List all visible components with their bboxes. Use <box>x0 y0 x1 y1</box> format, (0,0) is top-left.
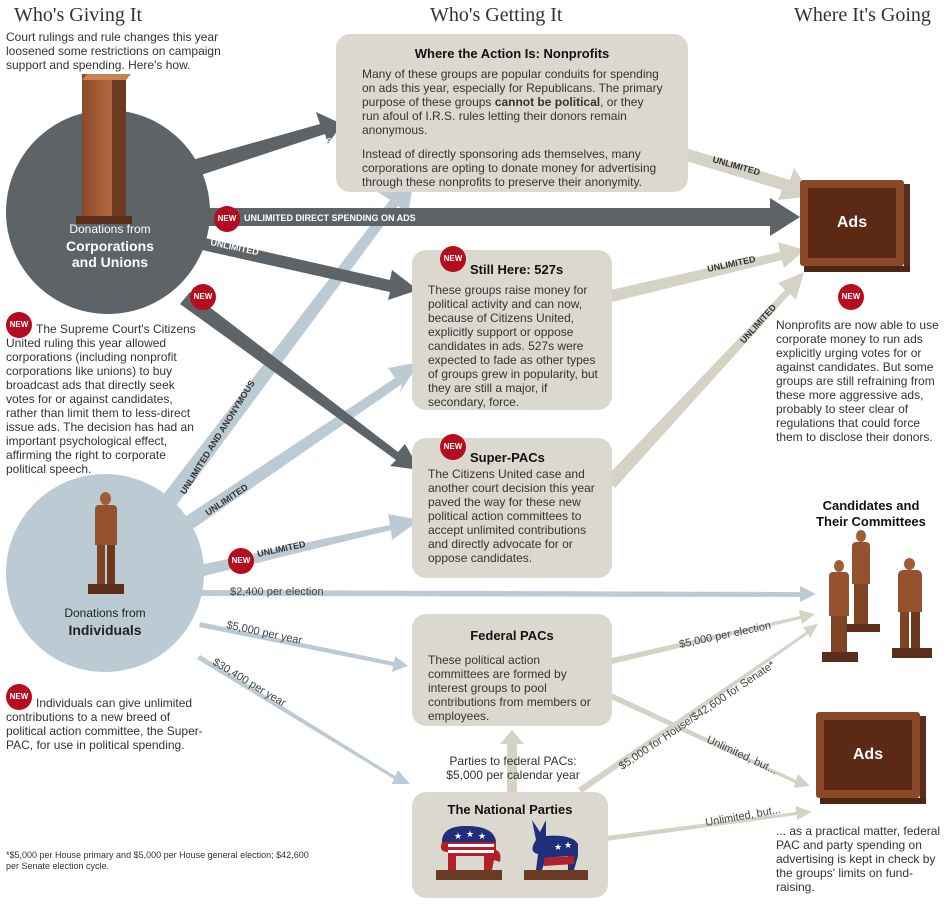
svg-text:★: ★ <box>554 842 562 852</box>
parties-to-pacs-line1: Parties to federal PACs: <box>449 754 577 768</box>
nonprofits-p2: Instead of directly sponsoring ads thems… <box>362 147 657 189</box>
ads-tv-bottom-label: Ads <box>852 746 884 763</box>
indiv-label-line1: Donations from <box>64 606 146 620</box>
ads-bottom-note: ... as a practical matter, federal PAC a… <box>776 824 941 894</box>
new-badge: NEW <box>228 548 254 574</box>
arrow-indiv-candidates <box>200 586 816 602</box>
arrow-corp-527 <box>202 238 418 300</box>
corp-note: The Supreme Court's Citizens United ruli… <box>6 322 196 476</box>
label-superpac-ads: UNLIMITED <box>738 302 779 345</box>
fedpac-body: These political action committees are fo… <box>428 653 591 723</box>
header-giving: Who's Giving It <box>14 4 143 26</box>
label-indiv-parties: $30,400 per year <box>210 656 288 709</box>
ads-top-note: Nonprofits are now able to use corporate… <box>776 318 939 444</box>
header-getting: Who's Getting It <box>430 4 563 26</box>
corp-label-line1: Donations from <box>69 222 151 236</box>
ads-tv-top-label: Ads <box>836 214 868 231</box>
ads-tv-bottom: Ads <box>816 712 926 804</box>
arrow-corp-superpac <box>180 292 420 470</box>
new-badge: NEW <box>6 312 32 338</box>
new-badge: NEW <box>838 284 864 310</box>
corp-arrows <box>180 112 800 470</box>
s527-box: Still Here: 527s These groups raise mone… <box>412 250 612 410</box>
nonprofits-box: Where the Action Is: Nonprofits Many of … <box>336 34 688 192</box>
beige-arrows <box>500 140 818 841</box>
label-fedpac-candidates: $5,000 per election <box>678 620 772 651</box>
arrow-indiv-parties <box>197 655 410 784</box>
donkey-icon: ★ ★ <box>524 820 588 880</box>
arrow-fedpac-candidates <box>612 610 815 664</box>
candidates-figures-icon <box>820 528 940 668</box>
label-indiv-fedpac: $5,000 per year <box>225 619 303 647</box>
new-badge: NEW <box>6 684 32 710</box>
arrow-superpac-ads <box>605 272 804 488</box>
arrow-indiv-nonprofit <box>150 168 416 522</box>
parties-title: The National Parties <box>447 802 573 817</box>
candidates-title-line2: Their Committees <box>816 514 926 529</box>
label-parties-ads: Unlimited, but... <box>704 804 781 829</box>
superpac-box: Super-PACs The Citizens United case and … <box>412 438 612 578</box>
footnote: *$5,000 per House primary and $5,000 per… <box>6 850 309 871</box>
label-indiv-candidates: $2,400 per election <box>230 586 324 598</box>
new-badge: NEW <box>190 284 216 310</box>
svg-text:★: ★ <box>564 840 572 850</box>
new-badge: NEW <box>440 246 466 272</box>
superpac-title: Super-PACs <box>470 450 545 465</box>
fedpac-box: Federal PACs These political action comm… <box>412 614 612 726</box>
svg-text:★: ★ <box>466 829 474 839</box>
new-badge: NEW <box>440 434 466 460</box>
label-indiv-527: UNLIMITED <box>204 482 251 518</box>
nonprofits-p1c: , or they run afoul of I.R.S. rules lett… <box>362 95 644 137</box>
arrow-fedpac-ads <box>602 690 810 788</box>
fedpac-title: Federal PACs <box>470 628 554 643</box>
nonprofits-p1a: Many of these groups are popular conduit… <box>362 67 663 109</box>
person-icon <box>88 492 124 596</box>
parties-to-pacs-line2: $5,000 per calendar year <box>446 768 580 782</box>
s527-title: Still Here: 527s <box>470 262 564 277</box>
label-fedpac-ads: Unlimited, but... <box>705 734 779 777</box>
arrow-indiv-527 <box>165 362 420 542</box>
arrow-parties-candidates <box>578 624 818 793</box>
label-corp-ads: UNLIMITED DIRECT SPENDING ON ADS <box>244 213 416 223</box>
arrow-parties-ads <box>606 806 812 841</box>
arrow-corp-ads <box>205 198 800 236</box>
svg-text:★: ★ <box>454 831 462 841</box>
header-going: Where It's Going <box>794 4 931 26</box>
candidates-title-line1: Candidates and <box>822 498 920 513</box>
nonprofits-title: Where the Action Is: Nonprofits <box>414 46 610 61</box>
elephant-icon: ★ ★ ★ <box>436 826 502 880</box>
intro-text: Court rulings and rule changes this year… <box>6 30 221 72</box>
arrow-nonprofit-ads <box>656 140 812 200</box>
nonprofits-p1b: cannot be political <box>494 95 601 109</box>
building-icon <box>76 74 132 224</box>
arrow-parties-fedpac <box>500 730 524 792</box>
indiv-note: Individuals can give unlimited contribut… <box>6 696 203 752</box>
arrow-corp-nonprofit <box>185 112 342 178</box>
corp-label-line2: Corporations <box>66 238 154 254</box>
svg-text:★: ★ <box>478 831 486 841</box>
new-badge: NEW <box>214 206 240 232</box>
corp-label-line3: and Unions <box>71 254 149 270</box>
arrow-527-ads <box>610 242 805 302</box>
ads-tv-top: Ads <box>800 180 910 272</box>
arrow-indiv-fedpac <box>199 622 408 672</box>
indiv-label-line2: Individuals <box>68 622 142 638</box>
superpac-body: The Citizens United case and another cou… <box>428 467 595 565</box>
s527-body: These groups raise money for political a… <box>428 283 598 409</box>
